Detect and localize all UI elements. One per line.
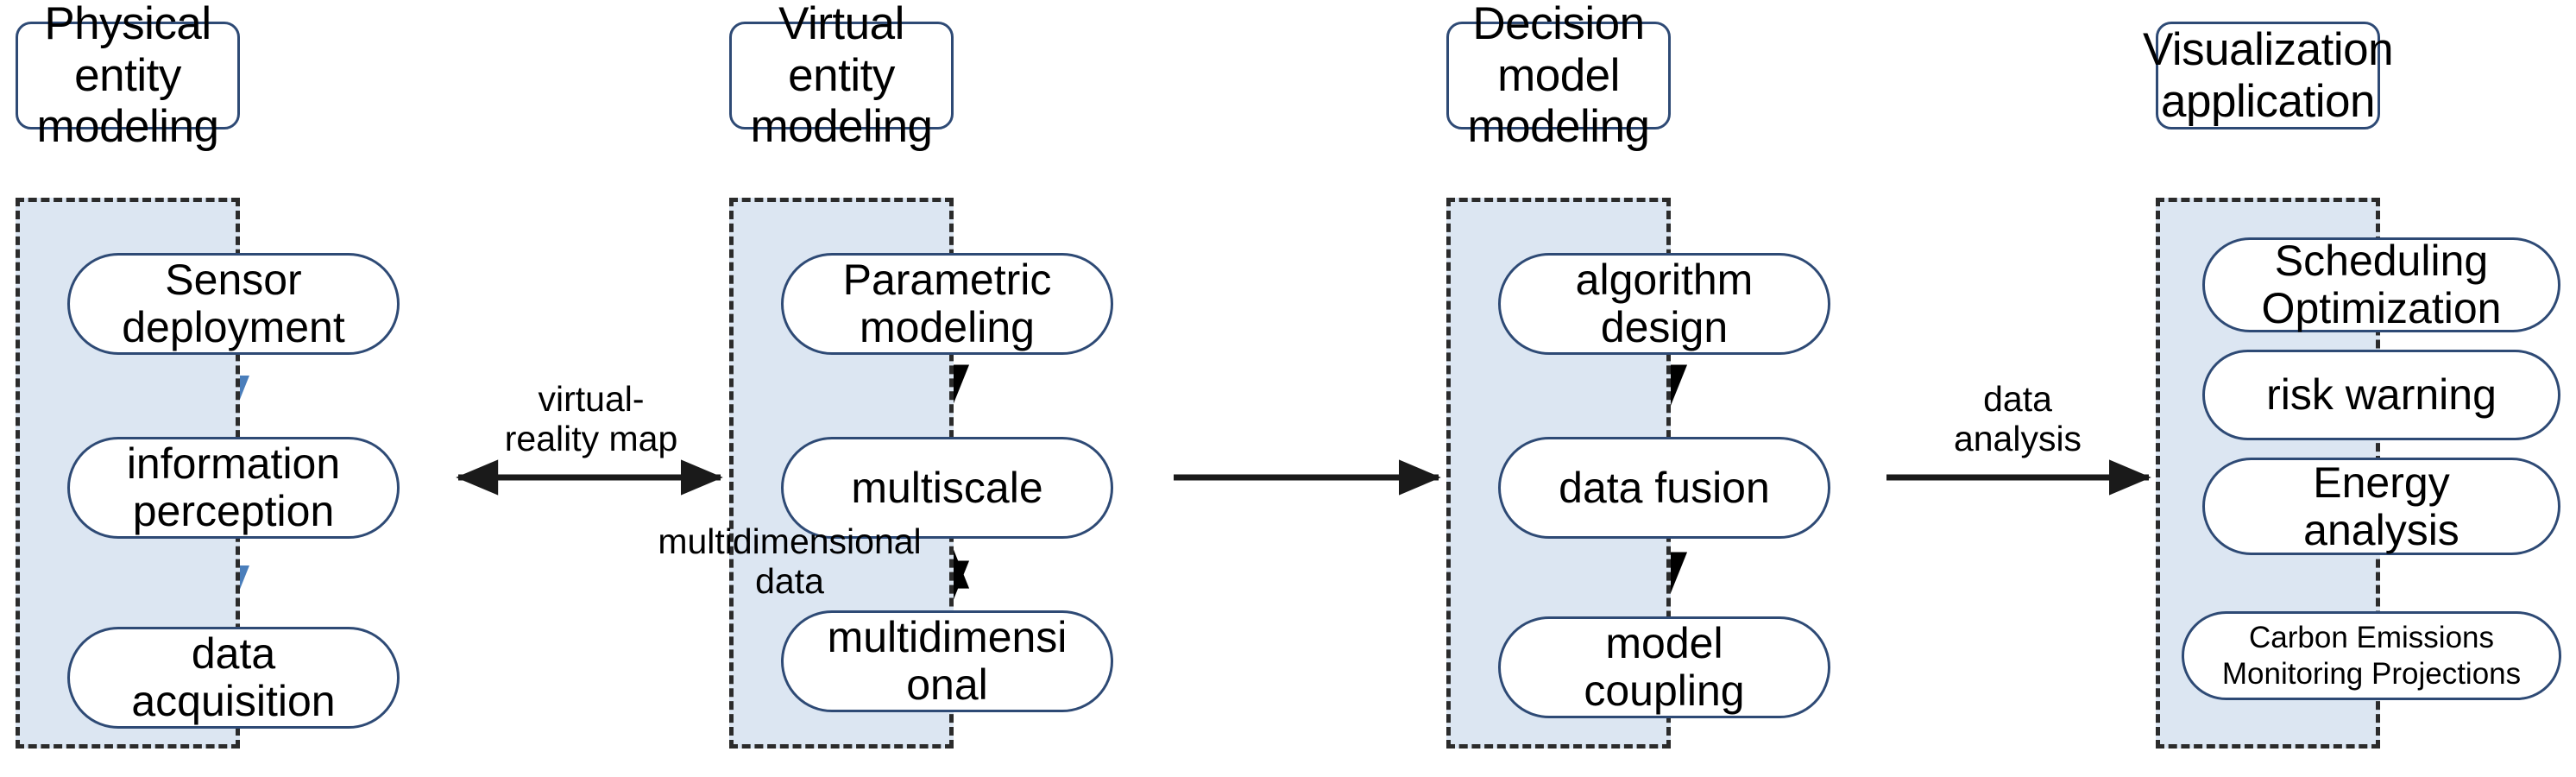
node-model-coupling[interactable]: model coupling: [1498, 616, 1830, 718]
node-parametric-modeling[interactable]: Parametric modeling: [781, 253, 1113, 355]
node-sensor-deployment[interactable]: Sensor deployment: [67, 253, 400, 355]
stage-header-visualization-application[interactable]: Visualization application: [2143, 22, 2394, 130]
node-data-acquisition[interactable]: data acquisition: [67, 627, 400, 729]
stage-header-physical-entity-modeling[interactable]: Physical entity modeling: [16, 0, 240, 152]
stage-header-decision-model-modeling[interactable]: Decision model modeling: [1446, 0, 1671, 152]
node-energy-analysis[interactable]: Energy analysis: [2202, 458, 2560, 555]
stage-header-virtual-entity-modeling[interactable]: Virtual entity modeling: [729, 0, 954, 152]
node-multidimensional[interactable]: multidimensi onal: [781, 610, 1113, 712]
node-multiscale[interactable]: multiscale: [781, 437, 1113, 539]
node-data-fusion[interactable]: data fusion: [1498, 437, 1830, 539]
node-carbon-emissions-monitoring-projections[interactable]: Carbon Emissions Monitoring Projections: [2182, 611, 2561, 700]
connector-label-data-analysis: data analysis: [1953, 379, 2082, 458]
node-risk-warning[interactable]: risk warning: [2202, 350, 2560, 440]
connector-label-virtual-reality-map: virtual- reality map: [504, 379, 678, 458]
node-scheduling-optimization[interactable]: Scheduling Optimization: [2202, 237, 2560, 332]
node-algorithm-design[interactable]: algorithm design: [1498, 253, 1830, 355]
node-information-perception[interactable]: information perception: [67, 437, 400, 539]
